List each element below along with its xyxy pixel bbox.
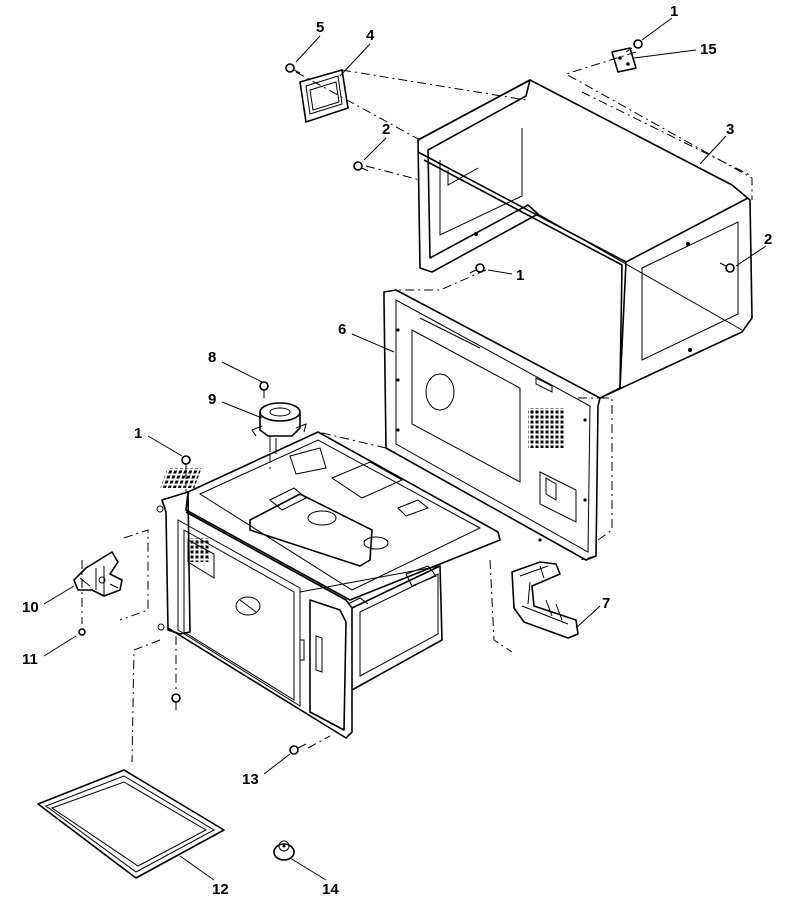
callout-2-right: 2 xyxy=(764,231,772,248)
callout-1-middle: 1 xyxy=(516,267,524,284)
glass-tray-part xyxy=(37,769,225,879)
callout-2-top: 2 xyxy=(382,121,390,138)
callout-1-left: 1 xyxy=(134,425,142,442)
stirrer-motor-part xyxy=(251,402,307,454)
screw-icons xyxy=(78,39,735,755)
callout-4: 4 xyxy=(366,27,375,44)
callout-5: 5 xyxy=(316,19,324,36)
alignment-lines xyxy=(81,51,753,763)
callout-14: 14 xyxy=(322,881,339,898)
latch-bracket-part xyxy=(73,551,123,597)
callout-15: 15 xyxy=(700,41,717,58)
callout-12: 12 xyxy=(212,881,229,898)
bracket-plate-part xyxy=(611,47,637,73)
callout-labels: 1 15 5 4 2 3 2 1 6 8 9 1 10 11 7 13 12 1… xyxy=(22,3,772,898)
roller-ring-part xyxy=(273,840,295,861)
callout-6: 6 xyxy=(338,321,346,338)
callout-11: 11 xyxy=(22,651,38,668)
callout-10: 10 xyxy=(22,599,39,616)
callout-8: 8 xyxy=(208,349,216,366)
outer-cabinet-part xyxy=(417,79,753,399)
leader-lines xyxy=(43,17,767,881)
cover-plate-part xyxy=(299,69,349,123)
callout-13: 13 xyxy=(242,771,259,788)
callout-7: 7 xyxy=(602,595,610,612)
callout-1-top: 1 xyxy=(670,3,678,20)
callout-3: 3 xyxy=(726,121,734,138)
rear-panel-part xyxy=(383,289,601,561)
callout-9: 9 xyxy=(208,391,216,408)
oven-chassis xyxy=(156,431,501,739)
air-duct-part xyxy=(511,561,579,639)
